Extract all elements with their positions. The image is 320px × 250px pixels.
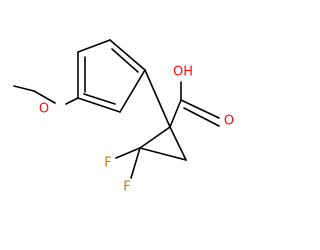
cyclopropane-ring xyxy=(139,126,187,161)
aryl-cyclopropane-bond xyxy=(144,69,171,128)
fluorine-bond xyxy=(130,147,141,179)
fluorine-bond xyxy=(115,147,141,159)
molecule-drawing: O OH O F F xyxy=(13,39,234,195)
benzene-ring xyxy=(77,39,146,113)
methoxy-oxygen-label: O xyxy=(39,102,49,117)
cyclopropane-bond xyxy=(139,126,171,149)
carbonyl-double-bond xyxy=(183,107,220,127)
methyl-oxygen-bond xyxy=(33,90,56,104)
hydroxyl-label: OH xyxy=(173,65,193,80)
ring-bond xyxy=(77,97,121,113)
structure-canvas: O OH O F F xyxy=(13,39,235,195)
ring-bond xyxy=(119,69,146,113)
ring-bond xyxy=(109,39,146,71)
methoxy-group: O xyxy=(13,85,79,117)
ring-double-bond xyxy=(111,48,139,73)
acid-carbon-bond xyxy=(169,99,182,128)
ring-double-bond xyxy=(83,93,116,105)
aryl-oxygen-bond xyxy=(65,97,79,105)
fluorine-1-label: F xyxy=(104,156,111,171)
cyclopropane-bond xyxy=(139,147,187,161)
ring-bond xyxy=(77,39,111,53)
carbonyl-oxygen-label: O xyxy=(224,114,234,129)
methyl-bond xyxy=(13,85,35,92)
difluoro-group: F F xyxy=(104,147,141,195)
cyclopropane-bond xyxy=(169,126,187,161)
fluorine-2-label: F xyxy=(123,180,130,195)
carbonyl-bond xyxy=(180,99,220,119)
carboxylic-acid-group: OH O xyxy=(169,65,234,129)
